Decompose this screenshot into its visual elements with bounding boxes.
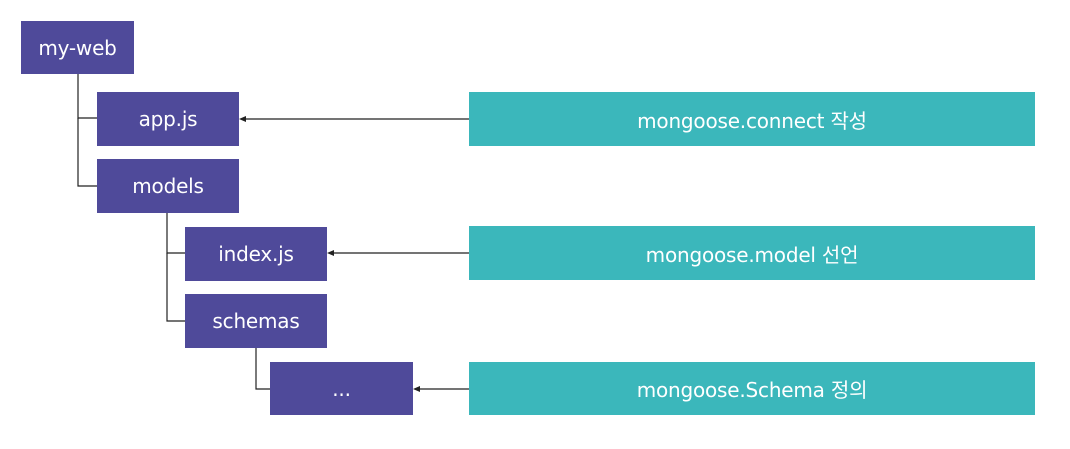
- file-app-js: app.js: [97, 92, 239, 146]
- tree-line-root-to-app: [77, 74, 97, 119]
- folder-my-web: my-web: [21, 21, 134, 74]
- folder-models: models: [97, 159, 239, 213]
- note-mongoose-schema: mongoose.Schema 정의: [469, 362, 1035, 415]
- arrowhead-index: [327, 250, 334, 256]
- file-index-js: index.js: [185, 227, 327, 281]
- arrowhead-files: [413, 386, 420, 392]
- tree-line-models-to-index: [166, 212, 185, 254]
- tree-line-root-to-models: [77, 118, 97, 187]
- note-mongoose-connect: mongoose.connect 작성: [469, 92, 1035, 146]
- note-mongoose-model: mongoose.model 선언: [469, 226, 1035, 280]
- folder-schemas: schemas: [185, 294, 327, 348]
- tree-line-schemas-to-files: [255, 347, 270, 390]
- tree-line-models-to-schemas: [166, 253, 185, 322]
- arrowhead-app: [239, 116, 246, 122]
- schema-files-ellipsis: ...: [270, 362, 413, 415]
